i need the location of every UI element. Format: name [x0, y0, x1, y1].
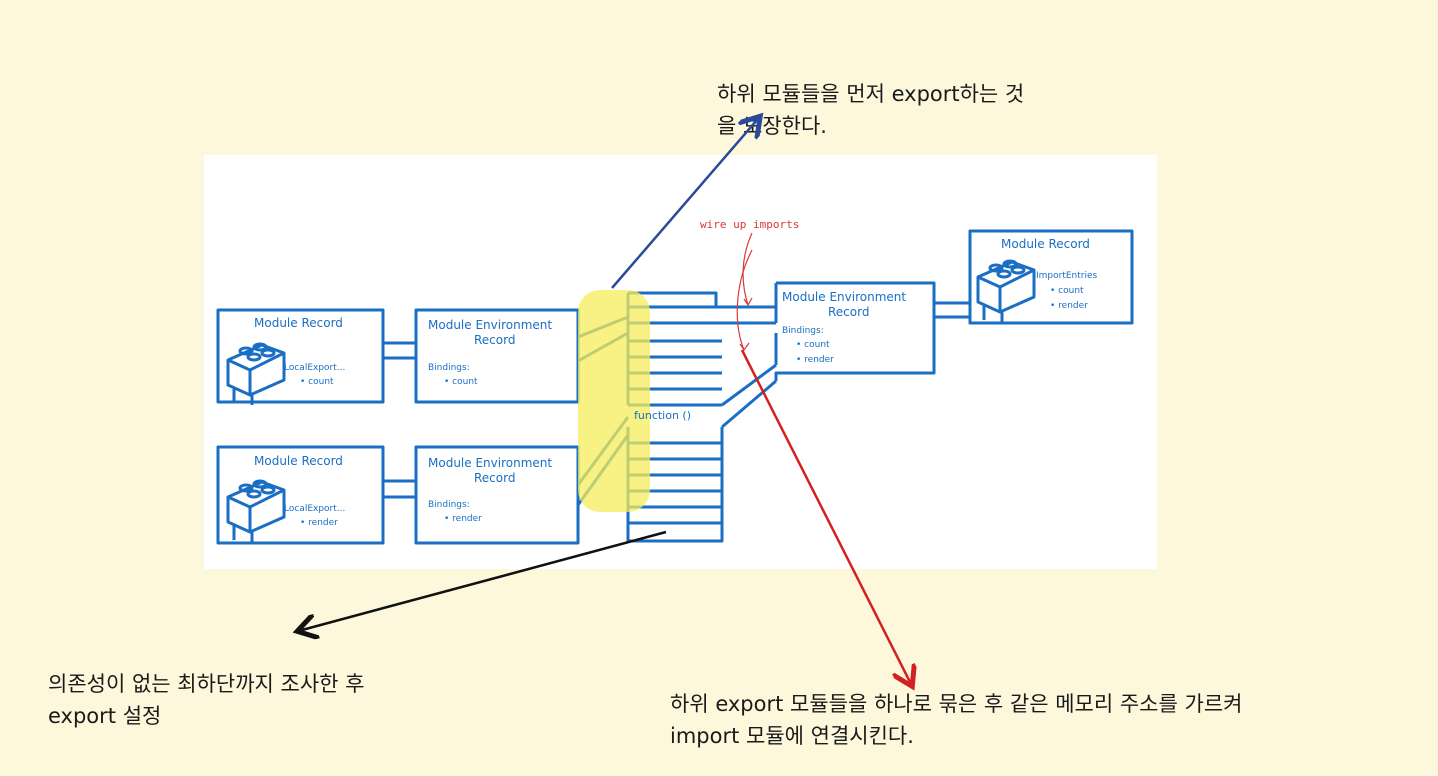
annotation-bottom-left-line1: 의존성이 없는 최하단까지 조사한 후 — [48, 672, 365, 696]
importer-record-item-1: • count — [1050, 286, 1084, 296]
importer-binding-2: • render — [796, 355, 834, 365]
annotation-bottom-right-line2: import 모듈에 연결시킨다. — [670, 724, 914, 748]
env-title-2b: Record — [474, 471, 515, 485]
connector-1 — [383, 341, 416, 360]
module-record-title-1: Module Record — [254, 316, 343, 330]
importer-record-title: Module Record — [1001, 237, 1090, 251]
importer-record-field: ImportEntries — [1036, 271, 1098, 281]
wire-up-imports-label: wire up imports — [700, 218, 799, 231]
red-arrow — [740, 349, 910, 682]
module-record-title-2: Module Record — [254, 454, 343, 468]
tube-3 — [721, 363, 777, 429]
lego-brick-icon-2 — [226, 479, 286, 542]
blue-arrow — [611, 120, 757, 289]
memory-rows-bottom — [628, 441, 722, 525]
importer-env-title-b: Record — [828, 305, 869, 319]
annotation-bottom-left-line2: export 설정 — [48, 704, 162, 728]
importer-record-item-2: • render — [1050, 301, 1088, 311]
memory-rows-top — [628, 305, 776, 407]
annotation-bottom-left: 의존성이 없는 최하단까지 조사한 후 export 설정 — [48, 668, 508, 732]
importer-env-title-a: Module Environment — [782, 290, 906, 304]
annotation-top-line2: 을 보장한다. — [717, 114, 827, 138]
lego-brick-icon-3 — [976, 259, 1036, 322]
annotation-bottom-right: 하위 export 모듈들을 하나로 묶은 후 같은 메모리 주소를 가르켜 i… — [670, 688, 1410, 752]
annotation-top: 하위 모듈들을 먼저 export하는 것 을 보장한다. — [717, 78, 1137, 142]
diagram-svg: Module Record LocalExport... • count Mod… — [216, 218, 1134, 545]
env-title-1b: Record — [474, 333, 515, 347]
env-title-1a: Module Environment — [428, 318, 552, 332]
wire-arrows — [736, 232, 753, 352]
importer-env-box — [774, 281, 936, 381]
annotation-top-line1: 하위 모듈들을 먼저 export하는 것 — [717, 82, 1025, 106]
module-record-item-1: • count — [300, 377, 334, 387]
module-record-item-2: • render — [300, 518, 338, 528]
importer-binding-1: • count — [796, 340, 830, 350]
importer-bindings-label: Bindings: — [782, 326, 824, 336]
connector-2 — [383, 479, 416, 499]
env-record-box-2 — [414, 445, 580, 545]
module-record-box-2 — [216, 445, 385, 545]
bindings-label-1: Bindings: — [428, 363, 470, 373]
module-record-field-2: LocalExport... — [284, 504, 345, 514]
module-record-box-1 — [216, 308, 385, 404]
lego-brick-icon-1 — [226, 342, 286, 405]
function-label: function () — [634, 409, 691, 422]
module-record-field-1: LocalExport... — [284, 363, 345, 373]
env-title-2a: Module Environment — [428, 456, 552, 470]
black-arrow — [302, 530, 667, 630]
binding-item-2: • render — [444, 514, 482, 524]
binding-item-1: • count — [444, 377, 478, 387]
bindings-label-2: Bindings: — [428, 500, 470, 510]
connector-3 — [934, 301, 970, 319]
highlight-marker — [578, 290, 650, 512]
importer-record-box — [968, 229, 1134, 325]
annotation-bottom-right-line1: 하위 export 모듈들을 하나로 묶은 후 같은 메모리 주소를 가르켜 — [670, 692, 1243, 716]
module-diagram: Module Record LocalExport... • count Mod… — [204, 155, 1157, 569]
